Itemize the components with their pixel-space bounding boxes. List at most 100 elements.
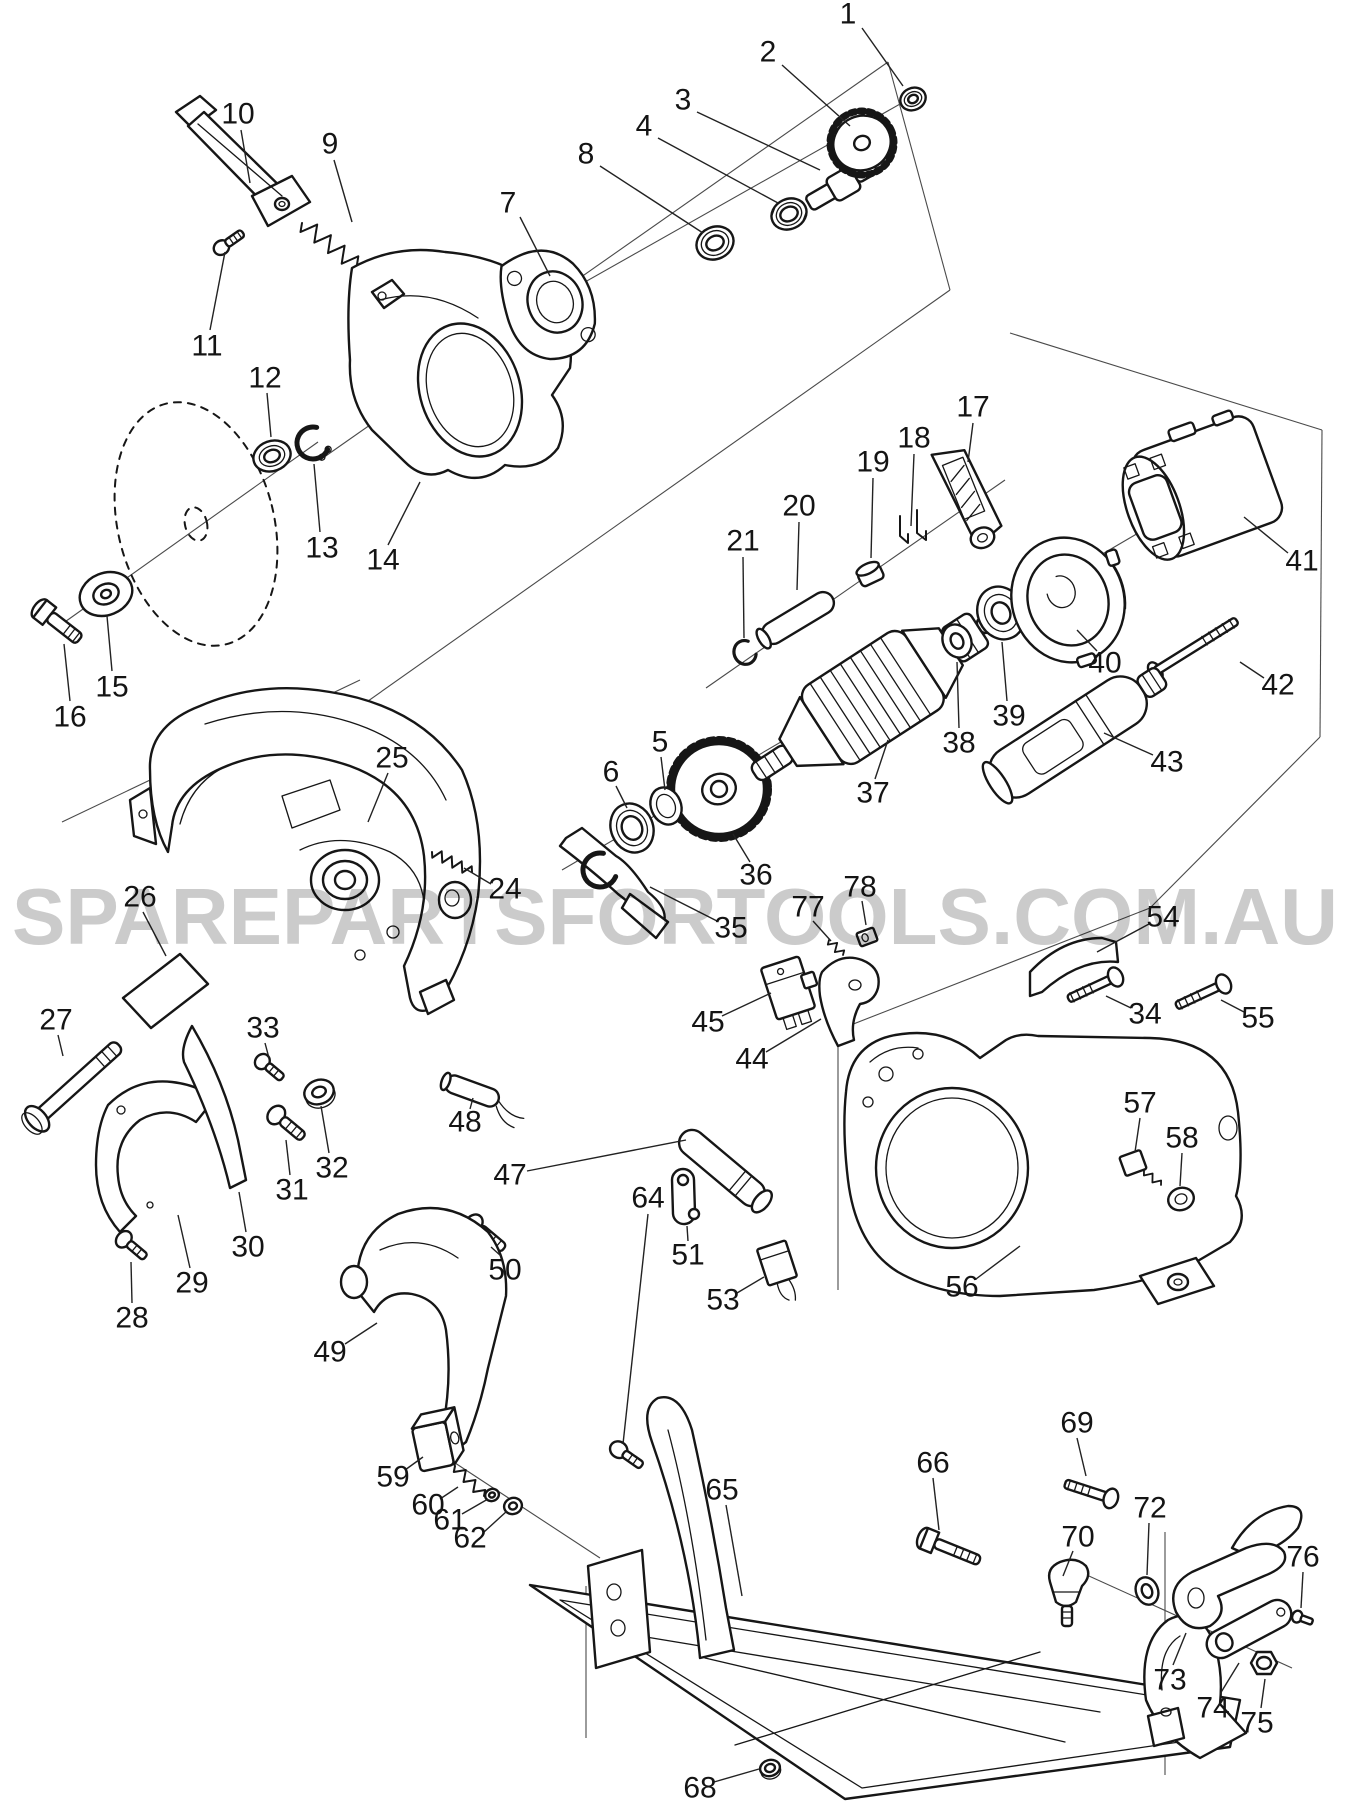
leader-line-5: [660, 756, 666, 791]
part-56-gear-housing: [843, 1031, 1243, 1306]
part-60-spring: [452, 1465, 487, 1497]
leader-line-37: [874, 739, 889, 780]
leader-line-16: [63, 643, 71, 702]
part-label-72: 72: [1133, 1492, 1166, 1525]
leader-line-73: [1172, 1632, 1187, 1666]
part-label-31: 31: [275, 1174, 308, 1207]
leader-line-50: [490, 1246, 502, 1257]
leader-line-65: [725, 1504, 743, 1597]
part-label-25: 25: [375, 742, 408, 775]
part-47-pivot-pin: [677, 1128, 773, 1214]
part-label-24: 24: [488, 873, 521, 906]
part-label-57: 57: [1123, 1087, 1156, 1120]
part-label-36: 36: [739, 859, 772, 892]
part-label-61: 61: [433, 1504, 466, 1537]
leader-line-26: [142, 911, 167, 957]
part-label-73: 73: [1153, 1664, 1186, 1697]
part-70-wing-bolt: [1047, 1558, 1090, 1628]
part-label-53: 53: [706, 1284, 739, 1317]
part-label-38: 38: [942, 727, 975, 760]
part-saw-blade-dashed: [113, 401, 279, 647]
part-label-9: 9: [322, 128, 339, 161]
part-34-screw: [1066, 966, 1125, 1003]
leader-line-40: [1076, 629, 1098, 652]
part-label-13: 13: [305, 532, 338, 565]
leader-line-2: [781, 64, 851, 127]
leader-line-74: [1219, 1662, 1240, 1695]
leader-line-9: [333, 159, 353, 223]
part-5-ring: [649, 786, 683, 826]
part-65-base-plate: [528, 1395, 1248, 1801]
leader-line-78: [861, 900, 867, 926]
part-31-screw: [266, 1104, 306, 1141]
leader-line-58: [1179, 1152, 1183, 1187]
part-label-54: 54: [1146, 901, 1179, 934]
leader-line-68: [713, 1768, 760, 1783]
leader-line-66: [932, 1477, 940, 1531]
part-label-66: 66: [916, 1447, 949, 1480]
leader-line-59: [404, 1456, 424, 1471]
leader-line-54: [1096, 923, 1150, 953]
part-4-clutch-ring: [770, 197, 808, 231]
part-2-gear: [826, 107, 898, 179]
leader-line-13: [313, 463, 321, 533]
leader-line-69: [1076, 1437, 1087, 1477]
part-10-lever: [174, 94, 312, 228]
leader-line-72: [1146, 1522, 1150, 1576]
part-1-washer: [899, 86, 927, 112]
part-48-cord-guide: [439, 1071, 525, 1129]
leader-line-18: [910, 453, 915, 527]
part-label-7: 7: [500, 187, 517, 220]
part-label-28: 28: [115, 1302, 148, 1335]
part-label-1: 1: [840, 0, 857, 31]
leader-line-41: [1243, 516, 1289, 554]
part-35-lock-wrench: [558, 826, 670, 940]
leader-line-77: [812, 920, 832, 942]
part-21-snap-ring-small: [732, 638, 758, 666]
part-label-20: 20: [782, 490, 815, 523]
leader-line-32: [320, 1105, 330, 1154]
part-label-43: 43: [1150, 746, 1183, 779]
part-57-brush-spring: [1143, 1170, 1162, 1186]
part-label-12: 12: [248, 362, 281, 395]
leader-line-29: [177, 1214, 191, 1269]
part-59-adjust-knob: [410, 1406, 465, 1473]
part-64-screw: [608, 1440, 644, 1470]
part-label-55: 55: [1241, 1002, 1274, 1035]
part-58-cap: [1167, 1186, 1195, 1212]
part-label-4: 4: [636, 110, 653, 143]
part-41-field-stator: [1121, 409, 1284, 561]
part-label-45: 45: [691, 1006, 724, 1039]
part-28-screw: [114, 1229, 148, 1261]
leader-line-64: [622, 1213, 649, 1445]
part-label-10: 10: [221, 98, 254, 131]
leader-line-30: [238, 1191, 247, 1233]
part-44-switch-lever: [818, 956, 880, 1048]
part-label-69: 69: [1060, 1407, 1093, 1440]
part-57-brush-cap: [1118, 1149, 1148, 1177]
part-74-lever-plate: [1205, 1598, 1293, 1660]
leader-line-21: [742, 556, 745, 639]
leader-line-31: [285, 1139, 291, 1176]
part-label-6: 6: [603, 756, 620, 789]
part-7-bearing-retainer: [499, 249, 597, 361]
part-label-35: 35: [714, 912, 747, 945]
part-label-26: 26: [123, 881, 156, 914]
leader-line-53: [736, 1276, 765, 1294]
leader-line-47: [526, 1139, 687, 1172]
leader-line-44: [765, 1018, 822, 1053]
leader-line-56: [975, 1245, 1021, 1280]
part-53-terminal-block: [756, 1239, 798, 1301]
part-label-15: 15: [95, 671, 128, 704]
leader-line-61: [461, 1498, 489, 1515]
part-label-44: 44: [735, 1043, 768, 1076]
part-label-17: 17: [956, 391, 989, 424]
part-17-brush-holder: [930, 449, 1003, 550]
part-label-37: 37: [856, 777, 889, 810]
leader-line-35: [649, 886, 718, 922]
part-54-name-plate-curved: [1028, 936, 1120, 998]
leader-line-28: [130, 1261, 133, 1304]
part-label-2: 2: [760, 36, 777, 69]
part-label-21: 21: [726, 525, 759, 558]
part-12-flat-washer: [252, 439, 292, 473]
